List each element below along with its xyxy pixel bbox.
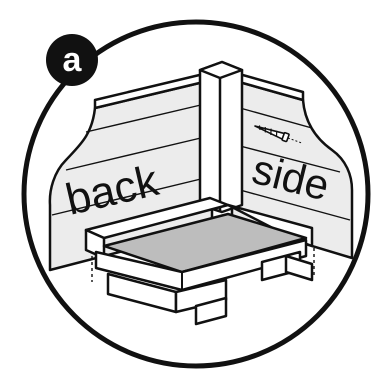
corner-post xyxy=(200,62,242,212)
step-badge: a xyxy=(46,34,98,86)
step-label: a xyxy=(63,41,83,79)
